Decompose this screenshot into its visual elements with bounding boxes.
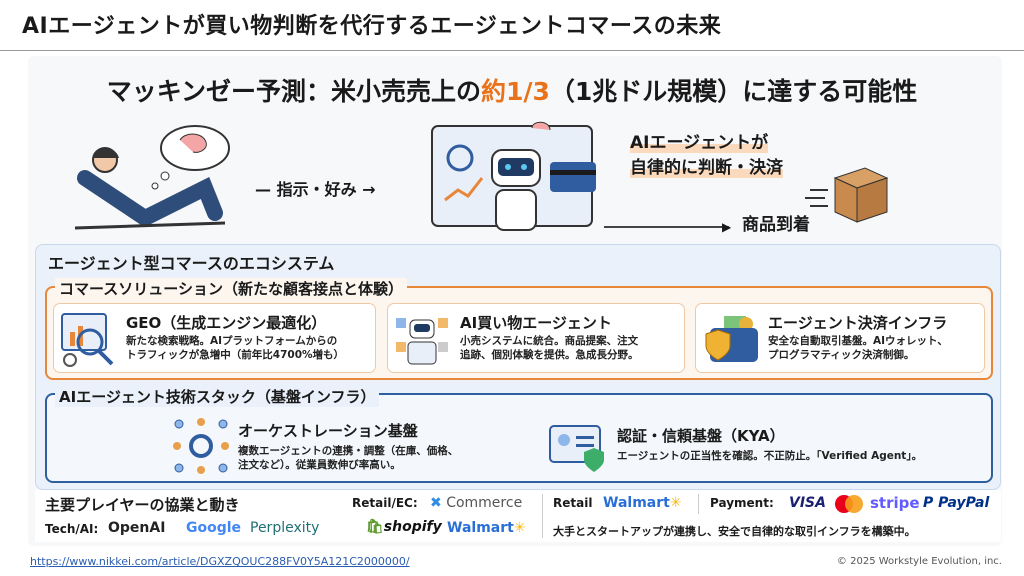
stack-item-title: オーケストレーション基盤: [238, 422, 418, 440]
commerce-logo: ✖ Commerce: [430, 495, 523, 511]
arrow-head-icon: ▶: [722, 220, 732, 234]
headline-post: （1兆ドル規模）に達する可能性: [549, 77, 918, 106]
copyright: © 2025 Workstyle Evolution, inc.: [836, 556, 1002, 567]
ai-agent-robot-icon: [431, 121, 596, 231]
card-desc-line1: 小売システムに統合。商品提案、注文: [460, 335, 639, 347]
card-title: エージェント決済インフラ: [768, 314, 948, 332]
commerce-logo-text: Commerce: [446, 495, 523, 511]
agent-caption-line2: 自律的に判断・決済: [630, 158, 783, 178]
commerce-solutions-label: コマースソリューション（新たな顧客接点と体験）: [55, 278, 407, 299]
divider: [542, 494, 543, 538]
card-desc: 安全な自動取引基盤。AIウォレット、プログラマティック決済制御。: [768, 334, 948, 362]
perplexity-logo: Perplexity: [250, 520, 320, 536]
card-desc-line2: トラフィックが急増中（前年比4700%増も）: [126, 349, 345, 361]
headline: マッキンゼー予測：米小売売上の約1/3（1兆ドル規模）に達する可能性: [0, 72, 1024, 108]
stack-item-desc: 複数エージェントの連携・調整（在庫、価格、注文など）。従業員数伸び率高い。: [238, 444, 458, 472]
page-title: AIエージェントが買い物判断を代行するエージェントコマースの未来: [22, 14, 722, 39]
players-title: 主要プレイヤーの協業と動き: [45, 496, 240, 514]
headline-highlight: 約1/3: [480, 77, 550, 106]
headline-pre: マッキンゼー予測：米小売売上の: [106, 77, 481, 106]
card-desc: 新たな検索戦略。AIプラットフォームからのトラフィックが急増中（前年比4700%…: [126, 334, 344, 362]
card-desc-line2: 追跡、個別体験を提供。急成長分野。: [460, 349, 639, 361]
openai-logo: OpenAI: [108, 520, 166, 536]
retail-ec-label: Retail/EC:: [352, 496, 418, 510]
tech-stack-label: AIエージェント技術スタック（基盤インフラ）: [55, 386, 380, 407]
shopify-logo: 🛍shopify: [366, 519, 442, 535]
stack-desc-line2: 注文など）。従業員数伸び率高い。: [238, 459, 401, 471]
arrival-label: 商品到着: [742, 215, 810, 235]
payment-label: Payment:: [710, 496, 774, 510]
walmart-retail-text: Walmart: [603, 495, 670, 511]
card-title: AI買い物エージェント: [460, 314, 612, 332]
shopify-logo-text: shopify: [383, 519, 442, 535]
visa-logo: VISA: [789, 495, 826, 511]
delivery-arrow: [604, 226, 729, 228]
stack-desc-line1: 複数エージェントの連携・調整（在庫、価格、: [238, 445, 459, 457]
paypal-logo: P PayPal: [923, 495, 990, 511]
card-title: GEO（生成エンジン最適化）: [126, 314, 327, 332]
source-link[interactable]: https://www.nikkei.com/article/DGXZQOUC2…: [30, 555, 410, 568]
agent-caption-line1: AIエージェントが: [630, 133, 769, 153]
mastercard-logo: [835, 495, 863, 513]
orchestration-network-icon: [173, 418, 229, 474]
package-box-icon: [805, 167, 889, 223]
walmart-logo: Walmart✳: [447, 520, 526, 536]
tech-label: Tech/AI:: [45, 522, 99, 536]
divider: [698, 494, 699, 514]
relaxing-person-icon: [74, 125, 230, 230]
google-logo: Google: [186, 520, 242, 536]
walmart-retail-logo: Walmart✳: [603, 495, 682, 511]
solution-card-geo: GEO（生成エンジン最適化） 新たな検索戦略。AIプラットフォームからのトラフィ…: [53, 303, 376, 373]
stack-item-title: 認証・信頼基盤（KYA）: [617, 427, 785, 445]
instruction-label: 指示・好み: [276, 180, 357, 199]
card-desc: 小売システムに統合。商品提案、注文追跡、個別体験を提供。急成長分野。: [460, 334, 639, 362]
card-desc-line2: プログラマティック決済制御。: [768, 349, 915, 361]
search-analytics-icon: [61, 313, 114, 367]
shopping-robot-icon: [396, 318, 448, 365]
wallet-shield-icon: [705, 316, 758, 362]
paypal-logo-text: PayPal: [938, 495, 990, 511]
solution-card-payment: エージェント決済インフラ 安全な自動取引基盤。AIウォレット、プログラマティック…: [695, 303, 985, 373]
walmart-logo-text: Walmart: [447, 520, 514, 536]
solution-card-shopping-agent: AI買い物エージェント 小売システムに統合。商品提案、注文追跡、個別体験を提供。…: [387, 303, 685, 373]
title-divider: [0, 50, 1024, 51]
retail-label: Retail: [553, 496, 593, 510]
players-summary: 大手とスタートアップが連携し、安全で自律的な取引インフラを構築中。: [553, 525, 916, 538]
ecosystem-title: エージェント型コマースのエコシステム: [48, 254, 335, 273]
card-desc-line1: 安全な自動取引基盤。AIウォレット、: [768, 335, 948, 347]
agent-caption: AIエージェントが自律的に判断・決済: [630, 128, 783, 178]
stripe-logo: stripe: [870, 494, 920, 512]
id-badge-shield-icon: [549, 425, 604, 472]
card-desc-line1: 新たな検索戦略。AIプラットフォームからの: [126, 335, 338, 347]
instruction-arrow: — 指示・好み →: [255, 180, 376, 199]
stack-item-desc: エージェントの正当性を確認。不正防止。「Verified Agent」。: [617, 450, 923, 462]
